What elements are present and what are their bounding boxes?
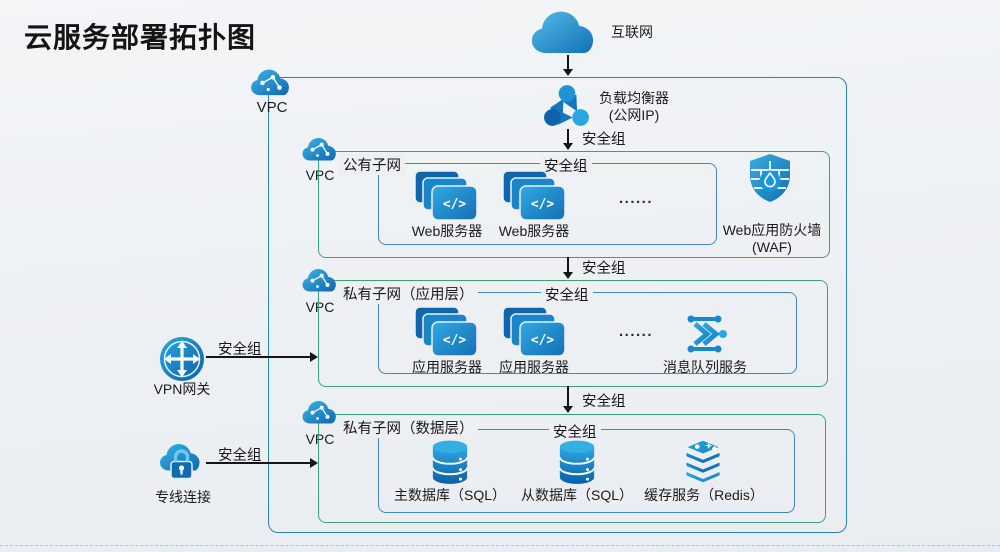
primary-db-label: 主数据库（SQL）	[393, 487, 506, 503]
ellipsis: ......	[618, 323, 653, 340]
app-server-label: 应用服务器	[499, 359, 569, 375]
svg-text:</>: </>	[443, 333, 467, 348]
vpc-boundary-box	[268, 77, 847, 533]
waf-shield-icon	[750, 154, 790, 202]
vpc-label: VPC	[256, 99, 288, 116]
arrow-public-to-app	[567, 257, 569, 272]
load-balancer-label: 负载均衡器 (公网IP)	[588, 90, 680, 124]
app-server-icon: </>	[414, 306, 478, 357]
arrow-app-to-data	[567, 386, 569, 406]
svg-text:</>: </>	[531, 197, 555, 212]
app-subnet-label: 私有子网（应用层）	[339, 283, 478, 304]
arrowhead	[310, 352, 318, 362]
sg-arrow-label: 安全组	[582, 394, 626, 410]
web-server-label: Web服务器	[498, 223, 570, 239]
arrow-lb-to-public	[567, 129, 569, 143]
sg-arrow-label: 安全组	[218, 342, 262, 358]
database-icon	[558, 440, 596, 484]
redis-cache-label: 缓存服务（Redis）	[644, 487, 764, 503]
sg-arrow-label: 安全组	[582, 261, 626, 277]
sg-arrow-label: 安全组	[582, 132, 626, 148]
arrow-dc-to-vpc	[206, 462, 310, 464]
svg-text:</>: </>	[531, 333, 555, 348]
arrowhead	[310, 458, 318, 468]
web-server-label: Web服务器	[411, 223, 483, 239]
security-group-label: 安全组	[549, 421, 601, 442]
load-balancer-name: 负载均衡器	[599, 90, 669, 106]
internet-label: 互联网	[611, 24, 653, 40]
arrowhead	[563, 406, 573, 413]
web-server-icon: </>	[414, 170, 478, 221]
waf-label-line1: Web应用防火墙	[722, 222, 822, 238]
message-queue-icon	[687, 315, 727, 353]
database-icon	[431, 440, 469, 484]
replica-db-label: 从数据库（SQL）	[520, 487, 633, 503]
vpc-cloud-icon	[251, 69, 289, 96]
vpc-cloud-icon	[302, 138, 336, 161]
message-queue-label: 消息队列服务	[663, 359, 747, 375]
internet-cloud-icon	[531, 11, 594, 53]
subnet-vpc-label: VPC	[305, 299, 335, 315]
subnet-vpc-label: VPC	[305, 431, 335, 447]
web-server-icon: </>	[502, 170, 566, 221]
app-server-label: 应用服务器	[412, 359, 482, 375]
svg-text:</>: </>	[443, 197, 467, 212]
public-subnet-box	[318, 151, 830, 258]
arrow-vpn-to-vpc	[206, 356, 310, 358]
data-subnet-label: 私有子网（数据层）	[339, 417, 478, 438]
arrowhead	[563, 272, 573, 279]
decorative-bottom-line	[0, 545, 1000, 546]
app-server-icon: </>	[502, 306, 566, 357]
vpn-gateway-icon	[160, 337, 204, 381]
arrowhead	[563, 143, 573, 150]
load-balancer-detail: (公网IP)	[608, 107, 660, 123]
vpn-gateway-label: VPN网关	[153, 381, 211, 397]
waf-label: Web应用防火墙 (WAF)	[720, 222, 824, 256]
data-subnet-box	[318, 414, 826, 523]
load-balancer-icon	[544, 85, 589, 126]
arrow-internet-to-lb	[567, 55, 569, 69]
ellipsis: ......	[618, 190, 653, 207]
vpc-cloud-icon	[302, 401, 336, 424]
vpc-cloud-icon	[302, 269, 336, 292]
direct-connect-icon	[160, 444, 200, 480]
sg-arrow-label: 安全组	[218, 448, 262, 464]
public-subnet-label: 公有子网	[339, 154, 405, 175]
page-title: 云服务部署拓扑图	[24, 22, 257, 53]
security-group-label: 安全组	[540, 155, 592, 176]
redis-cache-icon	[684, 439, 722, 484]
waf-label-line2: (WAF)	[752, 239, 792, 255]
security-group-label: 安全组	[541, 284, 593, 305]
app-subnet-box	[318, 280, 828, 387]
direct-connect-label: 专线连接	[155, 489, 211, 505]
subnet-vpc-label: VPC	[305, 167, 335, 183]
arrowhead	[563, 69, 573, 76]
